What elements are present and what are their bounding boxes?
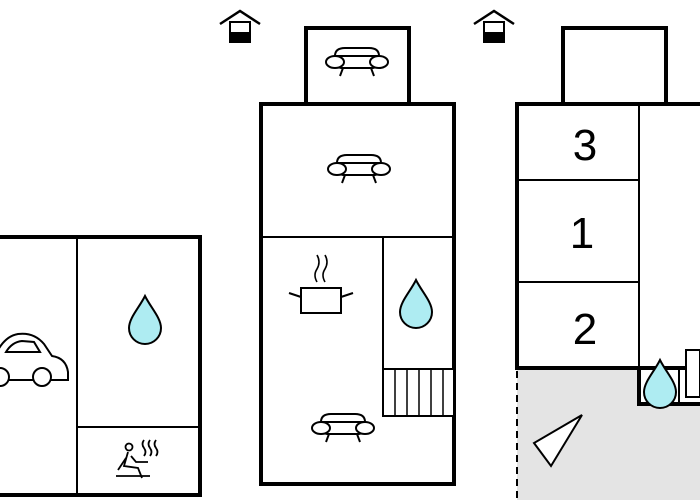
house-entrance-icon (472, 9, 516, 44)
cooking-pot-icon (288, 254, 354, 314)
ground-floor (0, 235, 202, 497)
house-entrance-icon (218, 9, 262, 44)
shower-tray (685, 349, 700, 398)
upper-floor-top-room (561, 26, 668, 106)
middle-floor (218, 9, 456, 486)
stairs-icon (382, 368, 455, 417)
car-icon (0, 332, 69, 387)
upper-floor: 3 1 2 (472, 9, 700, 500)
upper-floor-outer-wall (515, 102, 700, 370)
room-label-3: 3 (573, 121, 597, 170)
room-label-2: 2 (573, 305, 597, 354)
compass-arrow-icon (532, 414, 583, 468)
room-label-1: 1 (570, 209, 594, 258)
sauna-icon (116, 439, 159, 479)
